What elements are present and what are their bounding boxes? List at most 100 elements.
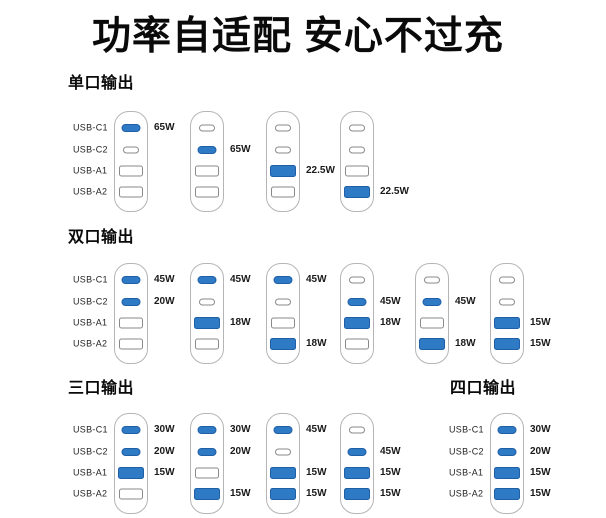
usb-a1-port <box>270 467 296 479</box>
usb-a1-port <box>195 467 219 479</box>
usb-c2-port <box>497 448 517 456</box>
usb-a1-port <box>494 317 520 329</box>
usb-a1-port <box>195 165 219 177</box>
wattage-label: 45W <box>306 424 327 435</box>
wattage-label: 15W <box>230 488 251 499</box>
wattage-label: 45W <box>230 274 251 285</box>
page-title: 功率自适配 安心不过充 <box>92 15 504 58</box>
wattage-label: 15W <box>306 467 327 478</box>
usb-c1-port <box>121 276 141 284</box>
usb-a1-port <box>494 467 520 479</box>
usb-a2-port <box>494 488 520 500</box>
port-name-label: USB-A1 <box>449 467 484 478</box>
usb-a2-port <box>270 338 296 350</box>
usb-c1-port <box>497 426 517 434</box>
port-name-label: USB-C1 <box>73 274 108 285</box>
usb-a1-port <box>270 165 296 177</box>
charger: 45W 15W 15W <box>266 413 327 514</box>
usb-c1-port <box>273 426 293 434</box>
port-name-label: USB-C2 <box>73 296 108 307</box>
wattage-label: 20W <box>230 446 251 457</box>
section-header-triple-port: 三口输出 <box>68 380 135 397</box>
wattage-label: 30W <box>154 424 175 435</box>
wattage-label: 15W <box>380 488 401 499</box>
usb-c2-port <box>121 448 141 456</box>
wattage-label: 45W <box>154 274 175 285</box>
wattage-label: 65W <box>230 144 251 155</box>
wattage-label: 45W <box>380 296 401 307</box>
wattage-label: 15W <box>530 317 551 328</box>
usb-c1-port <box>121 426 141 434</box>
usb-a2-port <box>419 338 445 350</box>
charger: 22.5W <box>340 111 409 212</box>
usb-c1-port <box>121 124 141 132</box>
usb-c1-port <box>275 124 291 132</box>
usb-a2-port <box>345 338 369 350</box>
usb-c2-port <box>349 146 365 154</box>
usb-a1-port <box>271 317 295 329</box>
usb-c1-port <box>199 124 215 132</box>
port-name-label: USB-C2 <box>449 446 484 457</box>
wattage-label: 15W <box>530 488 551 499</box>
port-name-label: USB-A1 <box>73 317 108 328</box>
charger: 30W 20W 15W <box>190 413 251 514</box>
charger: 22.5W <box>266 111 335 212</box>
port-name-label: USB-A2 <box>73 338 108 349</box>
wattage-label: 20W <box>154 446 175 457</box>
wattage-label: 22.5W <box>380 186 409 197</box>
usb-a2-port <box>270 488 296 500</box>
usb-a1-port <box>194 317 220 329</box>
port-name-label: USB-A2 <box>73 186 108 197</box>
wattage-label: 22.5W <box>306 165 335 176</box>
wattage-label: 30W <box>530 424 551 435</box>
port-name-label: USB-A1 <box>73 165 108 176</box>
usb-c1-port <box>349 276 365 284</box>
usb-c2-port <box>197 448 217 456</box>
wattage-label: 15W <box>154 467 175 478</box>
port-name-label: USB-A1 <box>73 467 108 478</box>
usb-c2-port <box>347 448 367 456</box>
wattage-label: 30W <box>230 424 251 435</box>
usb-c2-port <box>275 448 291 456</box>
usb-a2-port <box>119 488 143 500</box>
section-header-quad-port: 四口输出 <box>450 380 517 397</box>
charger: 45W 18W <box>190 263 251 364</box>
usb-c2-port <box>275 298 291 306</box>
port-name-label: USB-A2 <box>73 488 108 499</box>
usb-c1-port <box>197 276 217 284</box>
port-name-label: USB-C2 <box>73 446 108 457</box>
wattage-label: 65W <box>154 122 175 133</box>
usb-c1-port <box>349 124 365 132</box>
usb-c2-port <box>347 298 367 306</box>
usb-c2-port <box>422 298 442 306</box>
port-name-label: USB-C2 <box>73 144 108 155</box>
usb-a2-port <box>271 186 295 198</box>
wattage-label: 15W <box>530 467 551 478</box>
usb-c2-port <box>123 146 139 154</box>
usb-a2-port <box>494 338 520 350</box>
charger: 65W <box>190 111 251 212</box>
usb-c1-port <box>424 276 440 284</box>
wattage-label: 45W <box>306 274 327 285</box>
wattage-label: 18W <box>230 317 251 328</box>
port-name-label: USB-C1 <box>73 122 108 133</box>
section-header-single-port: 单口输出 <box>68 75 135 92</box>
wattage-label: 45W <box>380 446 401 457</box>
usb-c2-port <box>275 146 291 154</box>
usb-a2-port <box>119 186 143 198</box>
usb-a1-port <box>118 467 144 479</box>
wattage-label: 15W <box>306 488 327 499</box>
usb-a1-port <box>420 317 444 329</box>
usb-c2-port <box>197 146 217 154</box>
usb-a1-port <box>345 165 369 177</box>
usb-a2-port <box>344 186 370 198</box>
usb-c2-port <box>121 298 141 306</box>
usb-a1-port <box>344 467 370 479</box>
usb-a2-port <box>194 488 220 500</box>
usb-c2-port <box>499 298 515 306</box>
